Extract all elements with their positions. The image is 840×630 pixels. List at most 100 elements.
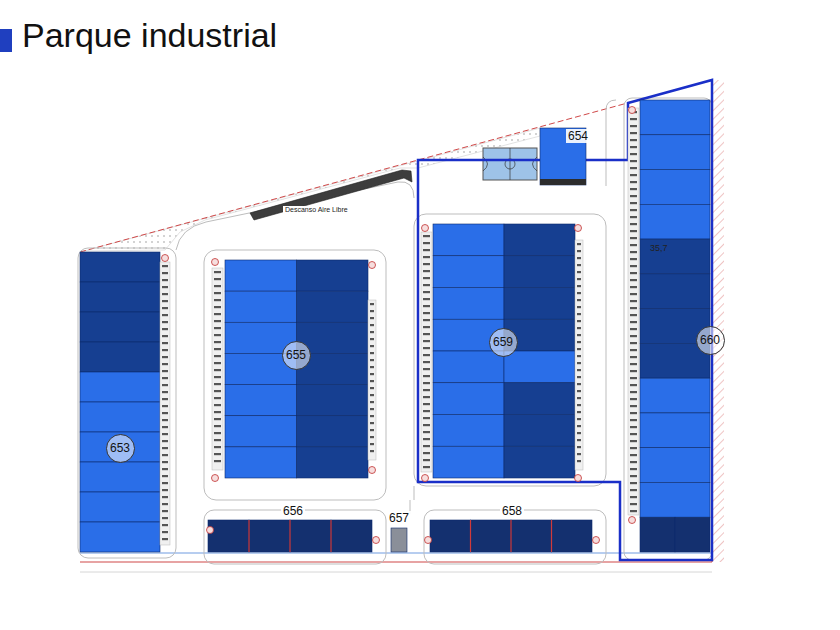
dock-mark	[577, 278, 581, 280]
dock-mark	[214, 383, 221, 385]
dock-strip	[628, 108, 639, 515]
warehouse-cell	[504, 383, 575, 415]
lot-block: 658	[430, 520, 592, 552]
warehouse-cell	[433, 446, 504, 478]
dock-mark	[630, 468, 637, 470]
warehouse-cell	[225, 385, 297, 416]
dock-mark	[630, 237, 637, 239]
dock-mark	[423, 326, 430, 328]
dock-mark	[630, 328, 637, 330]
dock-mark	[423, 438, 430, 440]
dock-mark	[577, 271, 581, 273]
dock-mark	[214, 334, 221, 336]
dock-mark	[214, 306, 221, 308]
dock-mark	[423, 368, 430, 370]
tree-symbol	[425, 537, 432, 544]
dock-mark	[630, 489, 637, 491]
dock-mark	[214, 285, 221, 287]
dock-mark	[577, 460, 581, 462]
dock-mark	[630, 195, 637, 197]
dock-mark	[630, 335, 637, 337]
warehouse-cell	[80, 432, 160, 462]
parking-strip	[540, 179, 586, 185]
dock-mark	[162, 524, 168, 526]
warehouse-cell	[504, 256, 575, 288]
lot-block: 660	[640, 100, 710, 552]
dock-mark	[423, 235, 430, 237]
dock-mark	[162, 496, 168, 498]
lot-divider	[470, 520, 471, 552]
warehouse-cells	[80, 100, 710, 552]
dock-mark	[630, 230, 637, 232]
warehouse-cell	[80, 372, 160, 402]
dock-mark	[214, 327, 221, 329]
dock-mark	[630, 321, 637, 323]
dock-mark	[214, 348, 221, 350]
warehouse-cell	[80, 462, 160, 492]
dock-mark	[577, 250, 581, 252]
dock-mark	[162, 405, 168, 407]
warehouse-cell	[640, 274, 710, 309]
dock-mark	[630, 167, 637, 169]
dock-mark	[577, 425, 581, 427]
dock-mark	[162, 398, 168, 400]
dock-mark	[162, 265, 168, 267]
lot-divider	[551, 520, 552, 552]
basketball-court	[483, 148, 537, 180]
warehouse-cell	[640, 135, 710, 170]
tree-symbol	[575, 225, 582, 232]
dock-mark	[423, 256, 430, 258]
lot-number: 659	[489, 328, 518, 357]
warehouse-cell	[80, 312, 160, 342]
dock-mark	[423, 312, 430, 314]
dock-mark	[162, 503, 168, 505]
dock-mark	[423, 445, 430, 447]
dock-mark	[370, 310, 374, 312]
dock-mark	[423, 270, 430, 272]
dock-mark	[214, 453, 221, 455]
dock-mark	[577, 341, 581, 343]
boundary-hatch	[712, 80, 724, 562]
warehouse-cell	[504, 288, 575, 320]
dock-mark	[577, 411, 581, 413]
dock-mark	[577, 327, 581, 329]
dock-mark	[423, 410, 430, 412]
dock-mark	[162, 412, 168, 414]
dock-mark	[423, 291, 430, 293]
dock-mark	[423, 431, 430, 433]
lot-divider	[248, 520, 249, 552]
dock-mark	[370, 436, 374, 438]
dock-mark	[370, 331, 374, 333]
dock-mark	[423, 277, 430, 279]
dock-strip	[160, 262, 170, 545]
lot-divider	[289, 520, 290, 552]
dock-mark	[162, 293, 168, 295]
dock-mark	[214, 278, 221, 280]
dock-mark	[630, 181, 637, 183]
dock-mark	[162, 342, 168, 344]
dock-mark	[630, 244, 637, 246]
dock-mark	[423, 284, 430, 286]
dock-mark	[577, 243, 581, 245]
dock-mark	[423, 319, 430, 321]
warehouse-cell	[504, 446, 575, 478]
warehouse-cell	[471, 520, 512, 552]
area-label: Descanso Aire Libre	[283, 206, 350, 213]
dock-mark	[162, 300, 168, 302]
dock-mark	[214, 439, 221, 441]
dock-mark	[162, 419, 168, 421]
dock-mark	[370, 373, 374, 375]
dock-mark	[630, 377, 637, 379]
dock-mark	[214, 397, 221, 399]
dock-mark	[423, 389, 430, 391]
lot-number: 654	[566, 129, 590, 143]
dock-mark	[162, 356, 168, 358]
dock-mark	[370, 338, 374, 340]
tree-symbol	[629, 107, 636, 114]
dock-mark	[370, 352, 374, 354]
warehouse-cell	[640, 100, 710, 135]
dock-mark	[630, 118, 637, 120]
warehouse-cell	[640, 482, 710, 517]
dock-mark	[370, 401, 374, 403]
